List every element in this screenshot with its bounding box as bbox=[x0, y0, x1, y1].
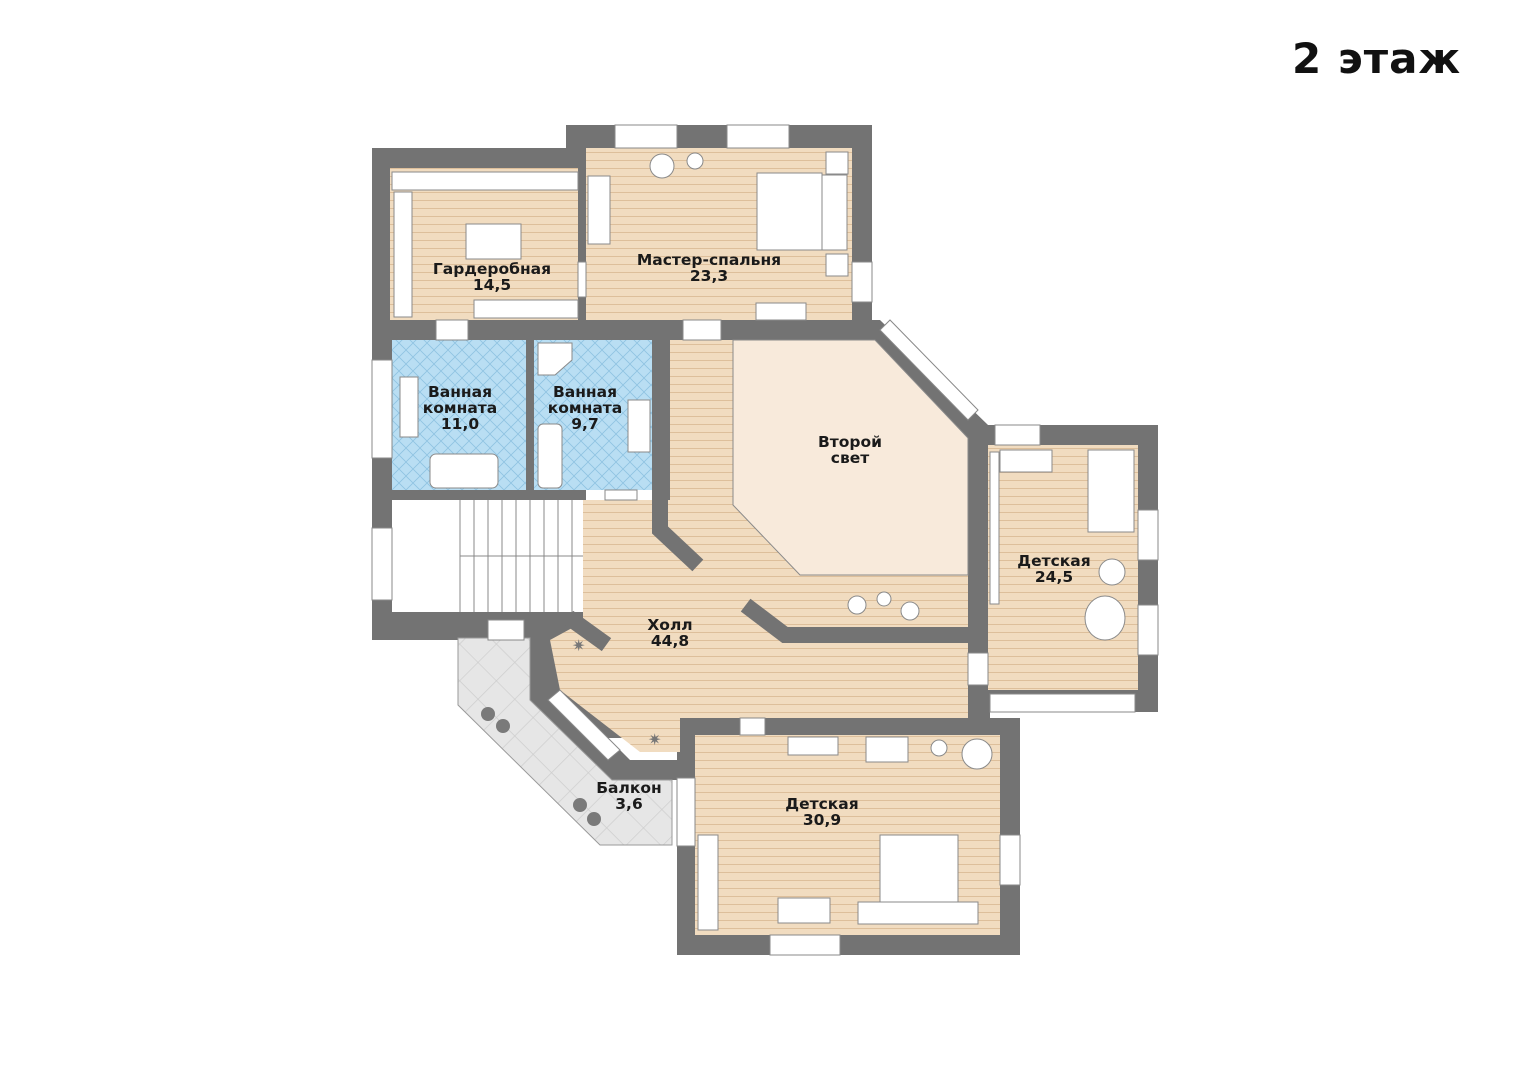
armchair-bottom bbox=[961, 738, 993, 770]
wardrobe-rack-left bbox=[393, 191, 413, 318]
armchair bbox=[649, 153, 675, 179]
room-name-kids-right: Детская bbox=[1017, 552, 1090, 570]
kids-desk-right bbox=[999, 449, 1053, 473]
hall-partition-walls bbox=[563, 492, 976, 652]
bathtub bbox=[429, 453, 499, 489]
plant-icon: ✷ bbox=[572, 636, 585, 655]
balcony-floor bbox=[457, 637, 673, 846]
tv-stand bbox=[587, 175, 611, 245]
nightstand bbox=[825, 151, 849, 175]
room-area-kids-right: 24,5 bbox=[1035, 568, 1073, 586]
windows bbox=[371, 124, 1159, 956]
room-name2-second-light: свет bbox=[831, 449, 870, 467]
room-name-kids-bottom: Детская bbox=[785, 795, 858, 813]
sink bbox=[627, 399, 651, 453]
room-area-wardrobe: 14,5 bbox=[473, 276, 511, 294]
room-name2-bathroom-2: комната bbox=[548, 399, 622, 417]
room-labels: Гардеробная 14,5 Мастер-спальня 23,3 Ван… bbox=[423, 251, 1091, 829]
floor-title: 2 этаж bbox=[1292, 34, 1462, 83]
wardrobe-rack-top bbox=[391, 171, 579, 191]
chimney bbox=[865, 736, 909, 763]
bed-nightstands bbox=[857, 901, 979, 925]
shower bbox=[537, 342, 573, 376]
side-table bbox=[686, 152, 704, 170]
room-area-kids-bottom: 30,9 bbox=[803, 811, 841, 829]
kids-bed-right bbox=[1087, 449, 1135, 533]
room-area-balcony: 3,6 bbox=[615, 795, 642, 813]
balcony-plants bbox=[481, 707, 601, 826]
kids-closet-bottom bbox=[697, 834, 719, 931]
round-table bbox=[1098, 558, 1126, 586]
furniture: ✷ ✷ bbox=[391, 151, 1136, 931]
room-area-hall: 44,8 bbox=[651, 632, 689, 650]
room-name-bathroom-1: Ванная bbox=[428, 383, 492, 401]
hall-floor bbox=[550, 340, 968, 752]
second-light-area bbox=[732, 339, 969, 576]
kids-closet-right bbox=[989, 451, 1000, 605]
bathtub-small bbox=[537, 423, 563, 489]
room-name-bathroom-2: Ванная bbox=[553, 383, 617, 401]
ottoman bbox=[465, 223, 522, 260]
double-sink bbox=[399, 376, 419, 438]
master-bed bbox=[756, 172, 823, 251]
kids-desk-bottom bbox=[777, 897, 831, 924]
doors bbox=[435, 261, 989, 736]
room-area-bathroom-1: 11,0 bbox=[441, 415, 479, 433]
room-area-bathroom-2: 9,7 bbox=[571, 415, 598, 433]
kids-wardrobe-right bbox=[989, 693, 1136, 713]
nightstand bbox=[825, 253, 849, 277]
wardrobe-rack-bottom bbox=[473, 299, 579, 319]
room-area-master-bedroom: 23,3 bbox=[690, 267, 728, 285]
desk bbox=[755, 302, 807, 321]
plant-icon: ✷ bbox=[648, 730, 661, 749]
staircase bbox=[392, 500, 583, 612]
kids-bed-bottom bbox=[879, 834, 959, 906]
lounge-chair bbox=[1084, 595, 1126, 641]
room-name-wardrobe: Гардеробная bbox=[433, 260, 551, 278]
dresser bbox=[787, 736, 839, 756]
room-name-balcony: Балкон bbox=[596, 779, 662, 797]
room-name-hall: Холл bbox=[647, 616, 692, 634]
room-name-second-light: Второй bbox=[818, 433, 882, 451]
room-name2-bathroom-1: комната bbox=[423, 399, 497, 417]
room-name-master-bedroom: Мастер-спальня bbox=[637, 251, 781, 269]
